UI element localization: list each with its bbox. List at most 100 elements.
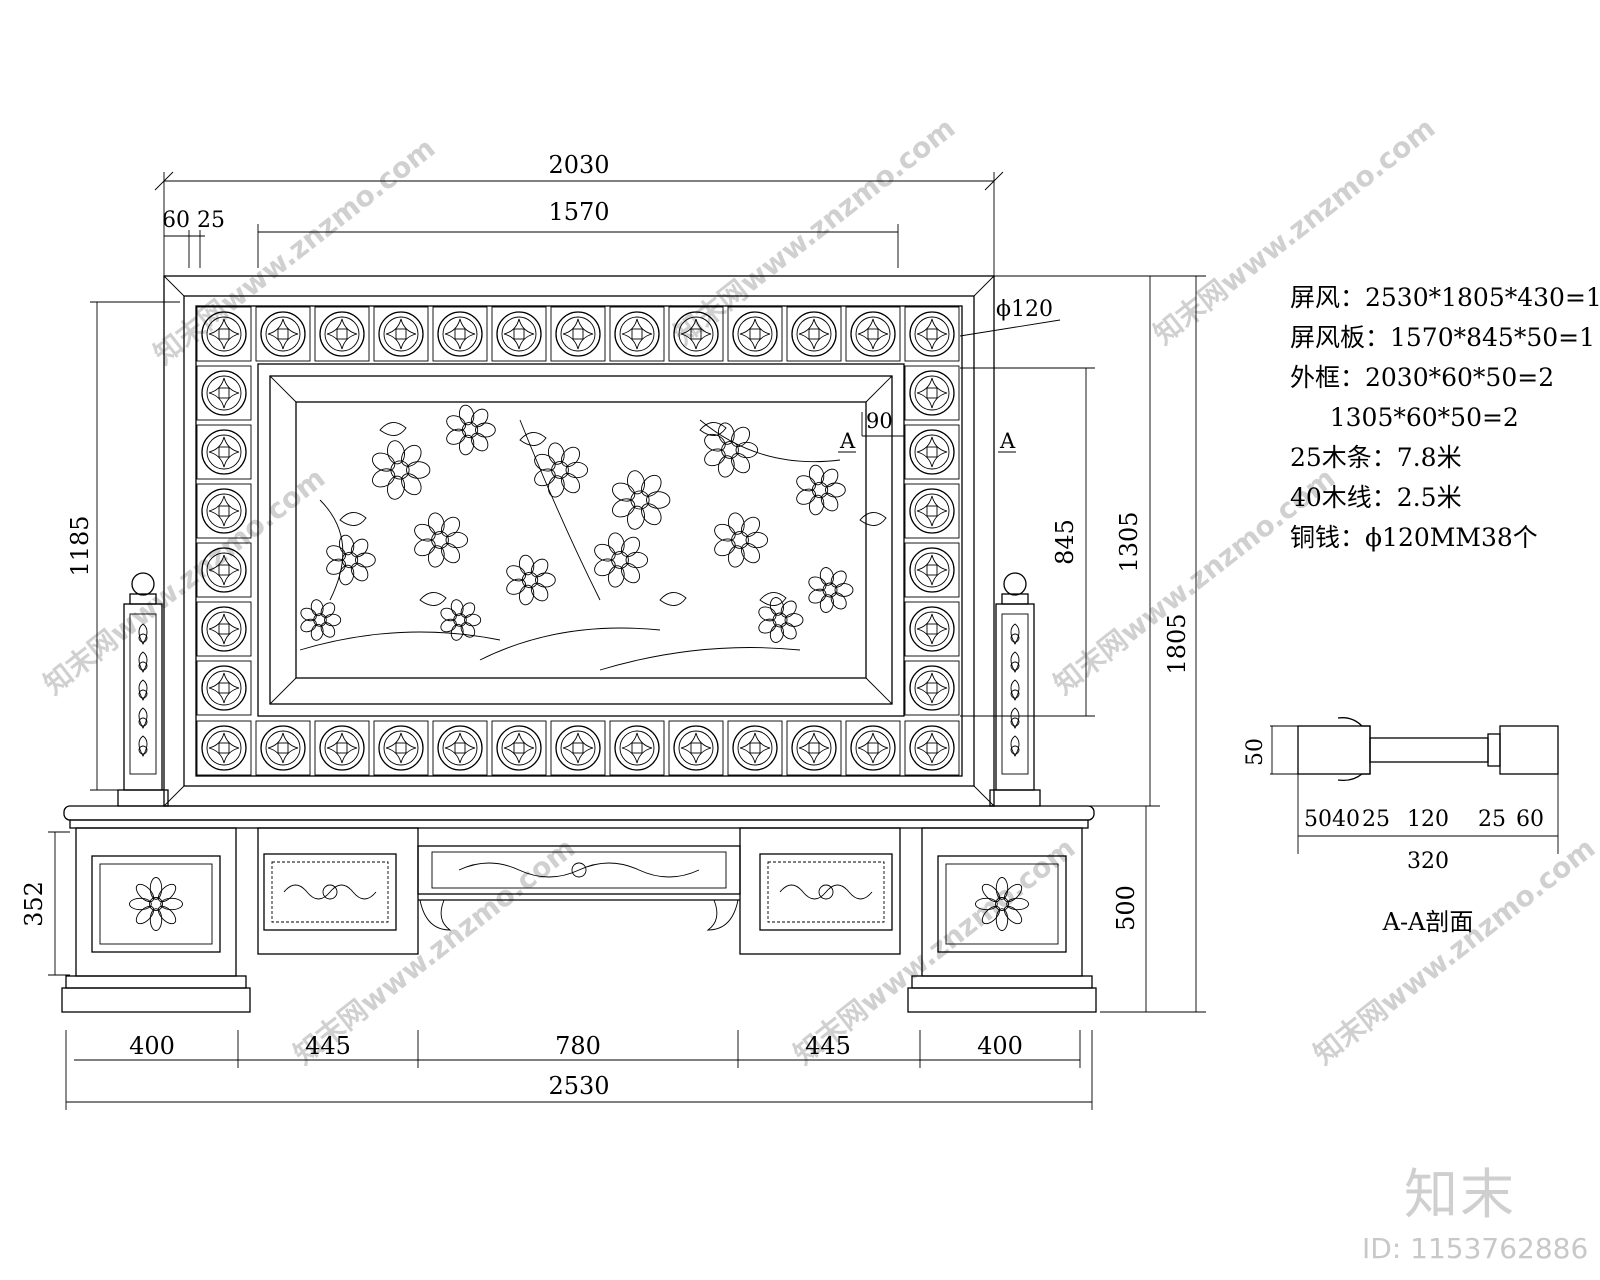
coin-ornament (904, 483, 960, 539)
coin-ornament (786, 720, 842, 776)
left-dimension: 1185 (66, 301, 180, 791)
section-segment: 25 (1362, 807, 1390, 832)
section-segment: 60 (1516, 807, 1544, 832)
dim-right-frame: 1305 (1115, 511, 1143, 572)
coin-ornament (196, 306, 252, 362)
section-segment: 50 (1304, 807, 1332, 832)
dim-base-left: 352 (20, 881, 48, 927)
coin-ornament (432, 720, 488, 776)
dim-base-right: 500 (1112, 885, 1140, 931)
right-post (989, 572, 1041, 807)
coin-ornament (727, 306, 783, 362)
note-line: 外框：2030*60*50=2 (1290, 363, 1555, 392)
peony-flower (612, 470, 671, 530)
coin-ornament (550, 720, 606, 776)
dim-coin-dia: ϕ120 (996, 297, 1053, 322)
image-id: ID: 1153762886 (1362, 1232, 1589, 1265)
section-segment: 25 (1478, 807, 1506, 832)
coin-ornament (314, 306, 370, 362)
leaf (659, 592, 687, 606)
peony-carving (299, 404, 887, 671)
coin-ornament (904, 306, 960, 362)
coin-ornament (904, 660, 960, 716)
section-segment: 40 (1332, 807, 1360, 832)
coin-ornament (196, 660, 252, 716)
coin-ornament (491, 720, 547, 776)
coin-ornament (727, 720, 783, 776)
post-carving (1010, 623, 1020, 757)
coin-ornament (196, 483, 252, 539)
coin-ornament (255, 306, 311, 362)
peony-flower (714, 512, 769, 568)
coin-ornament (786, 306, 842, 362)
branch (299, 631, 501, 651)
scroll-carving (283, 884, 377, 900)
leaf (419, 592, 447, 606)
peony-flower (534, 442, 589, 498)
section-caption: A-A剖面 (1382, 908, 1474, 936)
carved-panel (257, 363, 905, 717)
rosette-carving (975, 877, 1029, 931)
note-line: 25木条：7.8米 (1290, 443, 1462, 472)
peony-flower (326, 534, 376, 586)
coin-ornament (196, 424, 252, 480)
coin-ornament (845, 306, 901, 362)
coin-ornament (373, 720, 429, 776)
coin-ornament (196, 601, 252, 657)
dim-right-total: 1805 (1163, 613, 1191, 674)
dim-top-total: 2030 (548, 151, 609, 179)
coin-ornament (196, 720, 252, 776)
peony-flower (758, 597, 804, 643)
leaf (339, 512, 367, 526)
leaf (519, 432, 547, 446)
peony-flower (372, 440, 431, 500)
coin-ornament (904, 424, 960, 480)
coin-ornament (609, 720, 665, 776)
peony-flower (414, 512, 469, 568)
screen-base (61, 805, 1097, 1013)
leaf (859, 512, 887, 526)
section-mark-right: A (999, 429, 1016, 453)
branch (699, 419, 841, 463)
apron-bracket (419, 899, 452, 931)
section-detail: 50 50 40 25 120 25 60 320 A-A剖面 (1243, 717, 1559, 936)
peony-flower (796, 464, 846, 516)
peony-flower (808, 567, 854, 613)
note-line: 铜钱：ϕ120MM38个 (1290, 523, 1538, 552)
dim-bottom-segment: 400 (129, 1032, 175, 1060)
dim-bottom-segment: 445 (805, 1032, 851, 1060)
note-line: 40木线：2.5米 (1290, 483, 1462, 512)
peony-flower (300, 599, 342, 641)
coin-ornament (668, 306, 724, 362)
apron-bracket (706, 899, 739, 931)
coin-ornament (373, 306, 429, 362)
post-carving (138, 623, 148, 757)
dim-panel-gap: 90 (866, 409, 893, 433)
dim-bottom-segment: 445 (305, 1032, 351, 1060)
peony-flower (446, 404, 496, 456)
section-height: 50 (1243, 738, 1268, 766)
dim-bottom-segment: 400 (977, 1032, 1023, 1060)
leaf (379, 422, 407, 436)
left-post (117, 572, 169, 807)
coin-ornament (255, 720, 311, 776)
section-segment: 120 (1407, 807, 1449, 832)
top-dimensions: 2030 1570 60 25 (154, 151, 1004, 276)
coin-ornament (845, 720, 901, 776)
section-marks: 90 A A (838, 409, 1016, 453)
coin-ornament (668, 720, 724, 776)
coin-ornament (904, 720, 960, 776)
base-left-dimension: 352 (20, 831, 70, 976)
dim-top-inner: 1570 (548, 198, 609, 226)
note-line: 屏风：2530*1805*430=1 (1290, 283, 1600, 312)
coin-ornament (491, 306, 547, 362)
leaf (759, 592, 787, 606)
coin-ornament (904, 542, 960, 598)
peony-flower (440, 599, 482, 641)
section-mark-left: A (839, 429, 856, 453)
dim-bottom-total: 2530 (548, 1072, 609, 1100)
right-dimensions: 845 1305 1805 500 (960, 275, 1206, 1013)
coin-ornament (196, 365, 252, 421)
dim-right-inner: 845 (1051, 519, 1079, 565)
